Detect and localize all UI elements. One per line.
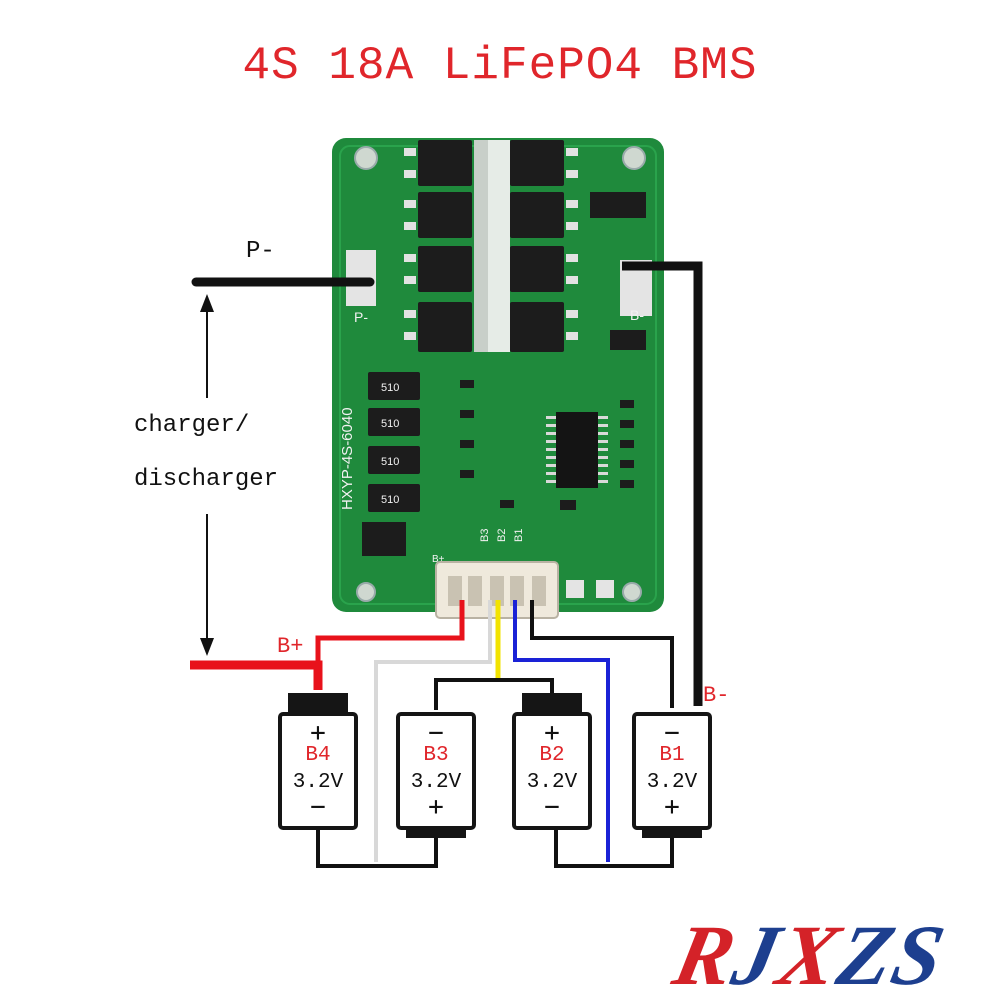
p-minus-lead: [191, 277, 375, 656]
board-model-label: HXYP-4S-6040: [339, 407, 356, 510]
p-minus-label: P-: [246, 238, 275, 265]
battery-b3: [396, 712, 476, 838]
pin-label: B1: [513, 529, 525, 542]
diagram-title: 4S 18A LiFePO4 BMS: [242, 40, 758, 92]
pin-label: B3: [479, 529, 491, 542]
mount-hole: [356, 582, 376, 602]
white-balance-wire: [374, 600, 492, 862]
red-balance-wire: [315, 600, 465, 665]
bms-ic: [556, 412, 598, 488]
battery-b3-label: − B3 3.2V +: [399, 720, 473, 820]
pin-label: B2: [496, 529, 508, 542]
mosfet-array: [418, 140, 564, 352]
battery-terminal-top: +: [310, 718, 326, 748]
battery-terminal-bottom: +: [428, 792, 444, 822]
wires: [190, 261, 703, 868]
battery-voltage: 3.2V: [646, 771, 698, 794]
battery-terminal-top: +: [544, 718, 560, 748]
battery-voltage: 3.2V: [526, 771, 578, 794]
brand-logo: RJXZS: [666, 905, 955, 1005]
resistor-label: 510: [381, 494, 399, 506]
board-bplus-label: B+: [432, 554, 445, 565]
battery-name: B1: [659, 744, 685, 767]
battery-terminal-top: −: [664, 718, 680, 748]
battery-terminal-bottom: −: [310, 792, 326, 822]
charger-label-line1: charger/: [134, 412, 250, 439]
b-minus-label: B-: [703, 683, 730, 708]
battery-b2-label: + B2 3.2V −: [515, 720, 589, 820]
black-balance-wire: [530, 600, 674, 708]
resistor-label: 510: [381, 418, 399, 430]
mount-hole: [354, 146, 378, 170]
battery-voltage: 3.2V: [292, 771, 344, 794]
battery-terminal-bottom: +: [664, 792, 680, 822]
b-plus-wire: [190, 660, 323, 690]
pcb-board: P- B- B+ HXYP-4S-6040 510 510 510 510 B3…: [332, 138, 664, 619]
board-b-label: B-: [630, 307, 644, 323]
battery-b2: [512, 693, 592, 830]
battery-voltage: 3.2V: [410, 771, 462, 794]
resistor-label: 510: [381, 382, 399, 394]
blue-balance-wire: [513, 600, 610, 862]
resistor-label: 510: [381, 456, 399, 468]
battery-b4-label: + B4 3.2V −: [281, 720, 355, 820]
charger-label-line2: discharger: [134, 466, 279, 493]
board-p-label: P-: [354, 309, 368, 325]
resistor-array: [368, 372, 420, 512]
battery-b1: [632, 712, 712, 838]
mount-hole: [622, 146, 646, 170]
battery-name: B2: [539, 744, 565, 767]
battery-name: B4: [305, 744, 331, 767]
battery-terminal-top: −: [428, 718, 444, 748]
b-minus-wire: [622, 261, 703, 706]
battery-pack: [278, 693, 712, 838]
battery-terminal-bottom: −: [544, 792, 560, 822]
battery-b1-label: − B1 3.2V +: [635, 720, 709, 820]
battery-b4: [278, 693, 358, 830]
mount-hole: [622, 582, 642, 602]
battery-name: B3: [423, 744, 449, 767]
b-plus-label: B+: [277, 634, 304, 659]
